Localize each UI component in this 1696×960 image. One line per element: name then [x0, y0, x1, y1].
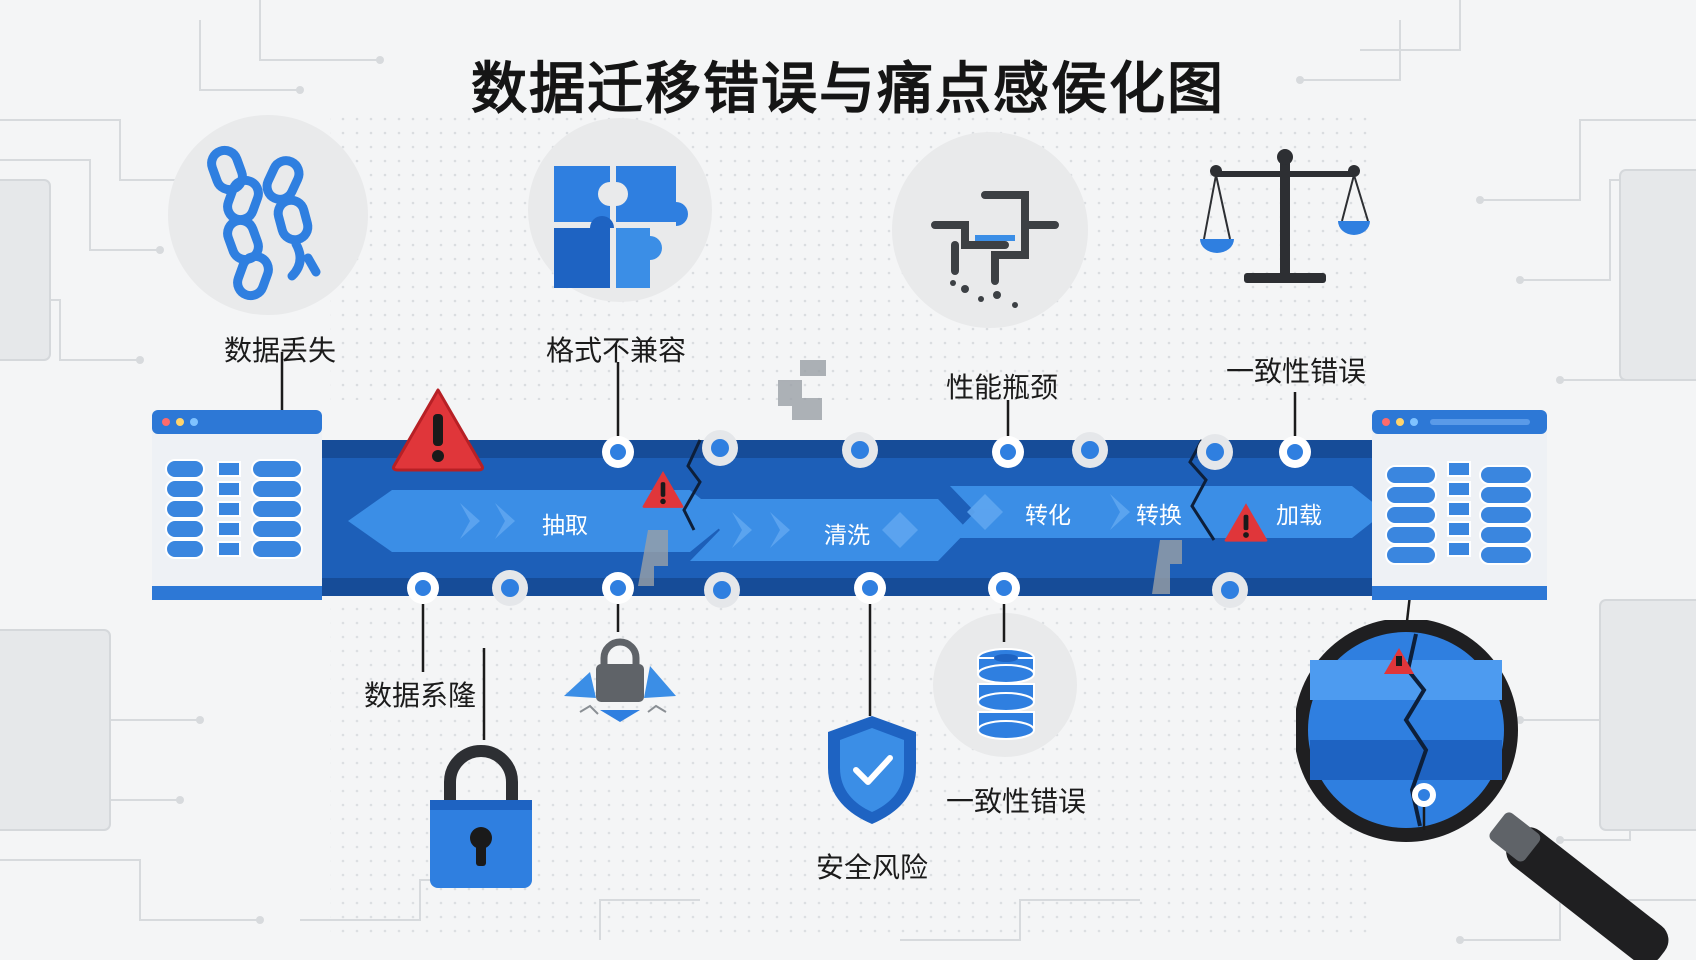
label-format-incompatible: 格式不兼容 — [546, 334, 687, 367]
security-shield-icon — [828, 716, 916, 824]
broken-chain-icon — [207, 145, 321, 301]
stage-extract: 抽取 — [542, 513, 588, 539]
page-title: 数据迁移错误与痛点感侯化图 — [471, 57, 1225, 122]
stage-clean: 清洗 — [824, 523, 870, 549]
warning-icon — [642, 471, 684, 508]
stage-load: 加载 — [1276, 503, 1322, 529]
label-consistency-error-top: 一致性错误 — [1226, 355, 1367, 388]
label-security-risk: 安全风险 — [816, 851, 929, 884]
warning-icon — [392, 388, 484, 472]
broken-lock-icon — [564, 638, 676, 722]
database-stack-icon — [977, 648, 1035, 740]
magnifier-icon — [1296, 620, 1669, 960]
label-data-loss: 数据丢失 — [224, 334, 337, 367]
warning-icon — [1224, 503, 1268, 542]
stage-convert: 转换 — [1136, 503, 1182, 529]
label-consistency-error-bottom: 一致性错误 — [946, 785, 1087, 818]
stage-transform: 转化 — [1025, 503, 1071, 529]
target-database-icon — [1372, 410, 1547, 600]
broken-pipe-icon — [931, 191, 1059, 308]
puzzle-icon — [554, 166, 688, 288]
source-database-icon — [152, 410, 322, 600]
padlock-icon — [430, 745, 532, 888]
balance-scale-icon — [1200, 149, 1370, 283]
label-performance-bottleneck: 性能瓶颈 — [946, 371, 1059, 404]
label-data-system: 数据系隆 — [364, 679, 477, 712]
